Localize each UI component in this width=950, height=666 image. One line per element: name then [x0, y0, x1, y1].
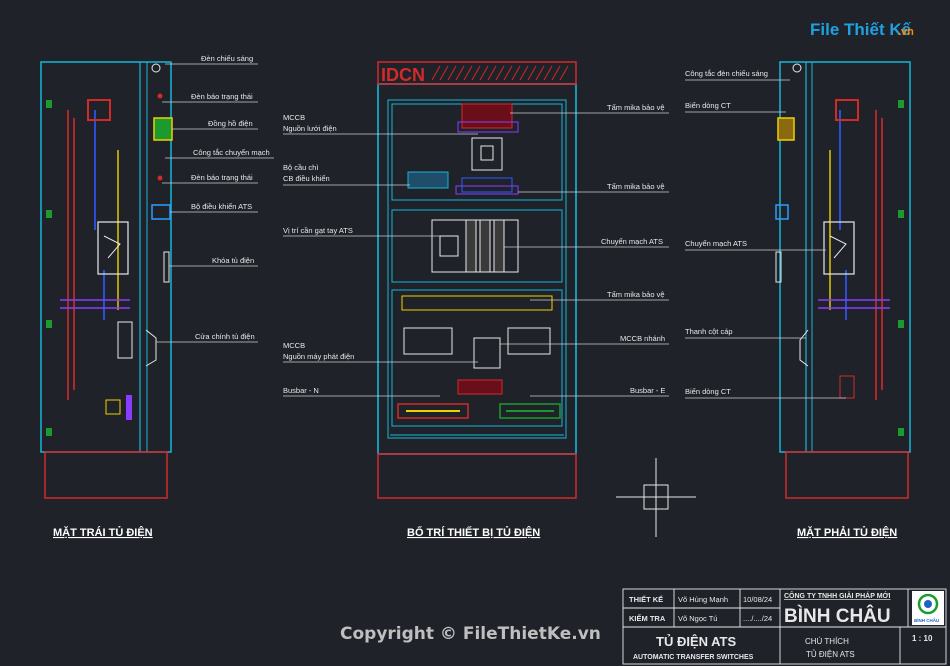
- label-mccb-2: MCCB: [283, 341, 305, 350]
- panel-brand-label: IDCN: [381, 65, 425, 85]
- label-nguon-may-phat-dien: Nguồn máy phát điện: [283, 352, 354, 361]
- tb-checked-date: ..../..../24: [743, 614, 772, 623]
- label-tam-mika-bao-ve-2: Tấm mika bảo vệ: [607, 182, 665, 191]
- tb-designed-label: THIẾT KẾ: [629, 594, 663, 604]
- title-block-text: THIẾT KẾ Võ Hùng Mạnh 10/08/24 KIỂM TRA …: [629, 591, 933, 661]
- label-den-bao-trang-thai-1: Đèn báo trạng thái: [191, 92, 253, 101]
- center-left-callouts: [283, 133, 478, 397]
- tb-note-label: CHÚ THÍCH: [805, 637, 849, 646]
- tb-company-name: BÌNH CHÂU: [784, 605, 891, 627]
- label-mccb-1: MCCB: [283, 113, 305, 122]
- label-khoa-tu-dien: Khóa tủ điện: [212, 256, 254, 265]
- center-left-label-group: MCCB Nguồn lưới điện Bộ cầu chì CB điều …: [283, 113, 354, 395]
- logo-brand: File Thiết Kế: [810, 20, 912, 39]
- label-cb-dieu-khien: CB điều khiển: [283, 174, 330, 183]
- logo-suffix: .vn: [898, 26, 914, 38]
- filethietke-logo: File Thiết Kế .vn: [810, 20, 914, 39]
- binh-chau-logo-icon: BÌNH CHÂU: [912, 591, 944, 625]
- left-label-group: Đèn chiếu sáng Đèn báo trạng thái Đồng h…: [191, 54, 270, 341]
- label-bo-dieu-khien-ats: Bộ điều khiển ATS: [191, 202, 252, 211]
- view-title-center: BỐ TRÍ THIẾT BỊ TỦ ĐIỆN: [407, 525, 540, 539]
- tb-company-line: CÔNG TY TNHH GIẢI PHÁP MỚI: [784, 591, 890, 600]
- label-busbar-e: Busbar - E: [630, 386, 665, 395]
- tb-designed-date: 10/08/24: [743, 595, 772, 604]
- tb-drawing-title: TỦ ĐIỆN ATS: [656, 634, 736, 649]
- tb-checked-label: KIỂM TRA: [629, 614, 666, 623]
- label-chuyen-mach-ats-center: Chuyển mạch ATS: [601, 237, 663, 246]
- center-right-label-group: Tấm mika bảo vệ Tấm mika bảo vệ Chuyển m…: [601, 103, 665, 395]
- tb-checked-by: Võ Ngọc Tú: [678, 614, 717, 623]
- cad-crosshair-icon: [616, 458, 696, 537]
- label-den-bao-trang-thai-2: Đèn báo trạng thái: [191, 173, 253, 182]
- label-den-chieu-sang: Đèn chiếu sáng: [201, 54, 253, 63]
- label-nguon-luoi-dien: Nguồn lưới điện: [283, 124, 337, 133]
- title-block: [622, 588, 947, 665]
- view-title-left: MẶT TRÁI TỦ ĐIỆN: [53, 526, 153, 539]
- label-vi-tri-can-gat-tay-ats: Vị trí cần gạt tay ATS: [283, 226, 353, 235]
- label-tam-mika-bao-ve-1: Tấm mika bảo vệ: [607, 103, 665, 112]
- left-callouts: [156, 63, 274, 343]
- tb-note-value: TỦ ĐIỆN ATS: [806, 650, 855, 659]
- tb-designed-by: Võ Hùng Mạnh: [678, 595, 728, 604]
- label-tam-mika-bao-ve-3: Tấm mika bảo vệ: [607, 290, 665, 299]
- center-front-view: IDCN: [377, 61, 577, 499]
- label-mccb-nhanh: MCCB nhánh: [620, 334, 665, 343]
- view-title-right: MẶT PHẢI TỦ ĐIỆN: [797, 526, 897, 539]
- label-cong-tac-chuyen-mach: Công tắc chuyển mạch: [193, 148, 270, 157]
- label-bien-dong-ct-2: Biến dòng CT: [685, 387, 731, 396]
- label-busbar-n: Busbar - N: [283, 386, 319, 395]
- label-bien-dong-ct-1: Biến dòng CT: [685, 101, 731, 110]
- tb-scale: 1 : 10: [912, 634, 933, 643]
- right-callouts: [685, 79, 846, 399]
- center-right-callouts: [500, 112, 669, 397]
- tb-drawing-subtitle: AUTOMATIC TRANSFER SWITCHES: [633, 654, 754, 661]
- label-cua-chinh-tu-dien: Cửa chính tủ điện: [195, 332, 255, 341]
- binh-chau-logo-text: BÌNH CHÂU: [914, 616, 939, 623]
- label-bo-cau-chi: Bộ cầu chì: [283, 163, 318, 172]
- label-chuyen-mach-ats-right: Chuyển mạch ATS: [685, 239, 747, 248]
- label-thanh-cot-cap: Thanh cột cáp: [685, 327, 733, 336]
- right-label-group: Công tắc đèn chiếu sáng Biến dòng CT Chu…: [685, 69, 768, 396]
- label-dong-ho-dien: Đồng hồ điện: [208, 119, 253, 128]
- copyright-watermark: Copyright © FileThietKe.vn: [340, 624, 601, 644]
- label-cong-tac-den-chieu-sang: Công tắc đèn chiếu sáng: [685, 69, 768, 78]
- left-side-view: [40, 61, 173, 499]
- right-side-view: [775, 61, 911, 499]
